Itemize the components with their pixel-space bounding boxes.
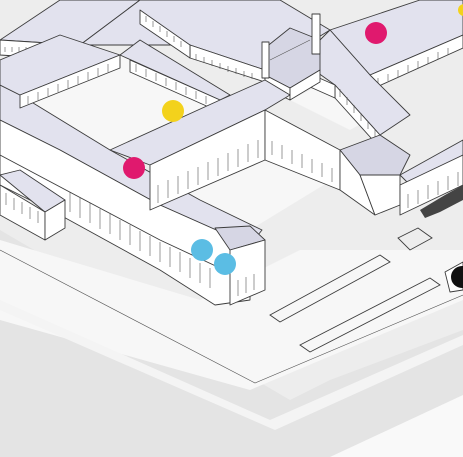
marker-magenta-top[interactable] — [365, 22, 387, 44]
marker-magenta-center[interactable] — [123, 157, 145, 179]
church — [339, 134, 463, 218]
ground-plane-lower — [0, 230, 463, 457]
marker-yellow-courtyard[interactable] — [162, 100, 184, 122]
wing-left-inner — [0, 34, 231, 113]
wing-end-pavilion — [214, 225, 266, 306]
marker-yellow-edge[interactable] — [458, 4, 463, 16]
ground-plane-corner — [330, 395, 463, 457]
wing-center-cross — [109, 79, 341, 211]
marker-black-right[interactable] — [451, 266, 463, 288]
central-gable-block — [261, 13, 321, 101]
wing-lower-left — [0, 169, 66, 241]
marker-cyan-right[interactable] — [214, 253, 236, 275]
marker-cyan-left[interactable] — [191, 239, 213, 261]
ground — [0, 230, 463, 457]
markers — [123, 4, 463, 288]
church-stair — [420, 185, 463, 218]
ground-plane-upper — [0, 240, 463, 390]
site-boundary-line — [0, 249, 463, 384]
ground-plane-strip — [0, 300, 463, 430]
